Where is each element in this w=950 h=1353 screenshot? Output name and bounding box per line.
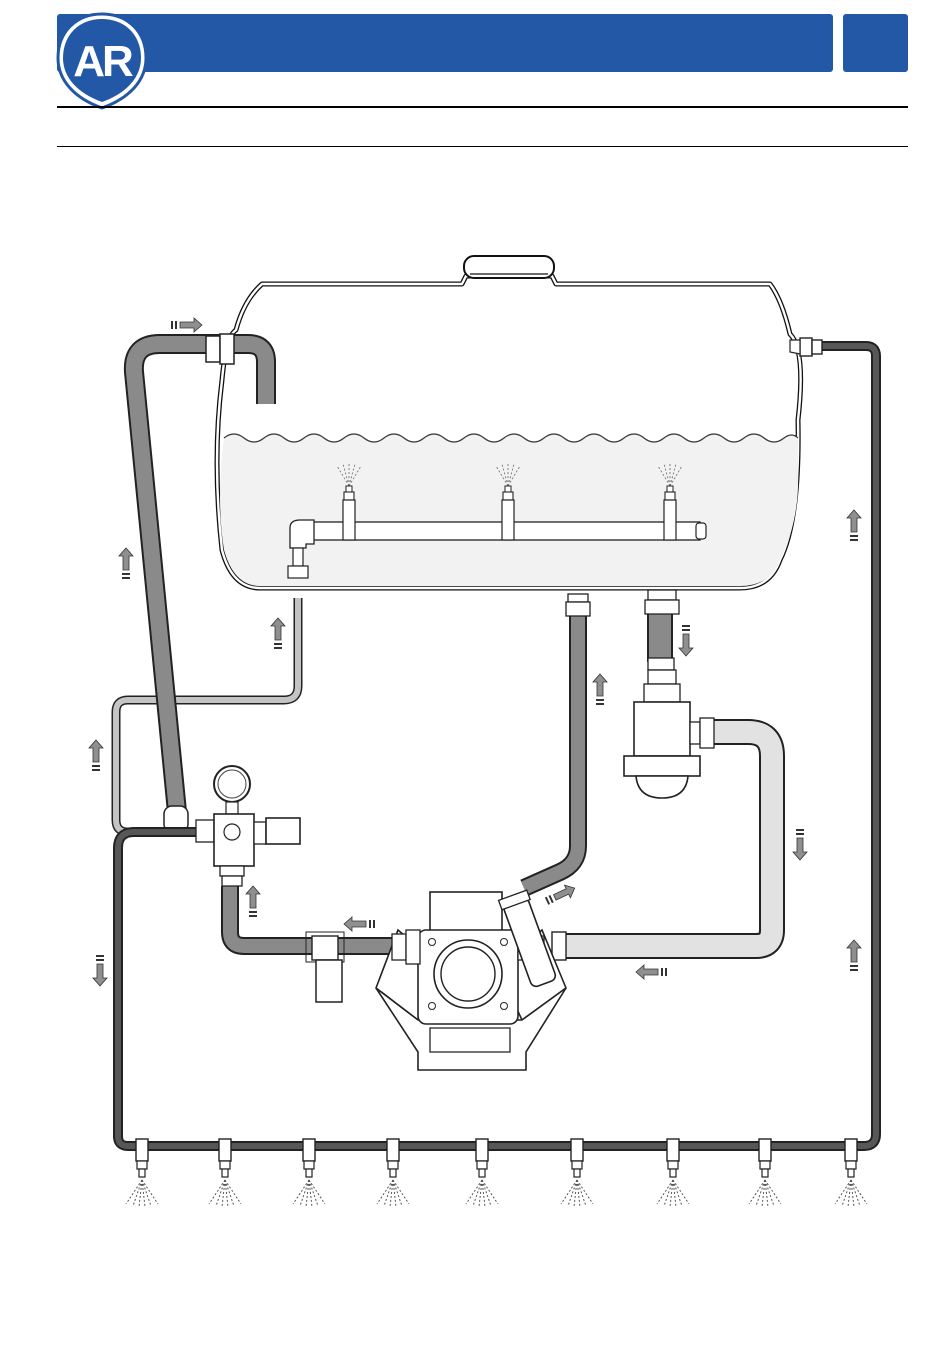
- pressure-regulator-with-gauge: [196, 766, 300, 886]
- flow-arrow-up: [119, 548, 133, 579]
- flow-arrow-up: [89, 740, 103, 771]
- diaphragm-pump: [376, 890, 566, 1070]
- line-filter: [306, 932, 344, 1002]
- flow-arrow-down: [793, 829, 807, 860]
- flow-arrow-up: [847, 510, 861, 541]
- pump-outlet-hose: [230, 886, 312, 946]
- tank-lid: [464, 256, 554, 278]
- flow-arrow-up: [246, 886, 260, 917]
- suction-filter: [624, 670, 714, 798]
- flow-arrow-down: [93, 955, 107, 986]
- flow-arrow-up: [847, 940, 861, 971]
- flow-arrow-down: [679, 625, 693, 656]
- flow-arrow-right: [171, 318, 202, 332]
- flow-arrow-left: [636, 965, 667, 979]
- bypass-hose: [524, 614, 578, 888]
- flow-arrow-up: [271, 618, 285, 649]
- flow-arrow-up: [593, 674, 607, 705]
- flow-arrow-left: [344, 917, 375, 931]
- agitation-hose: [116, 598, 298, 832]
